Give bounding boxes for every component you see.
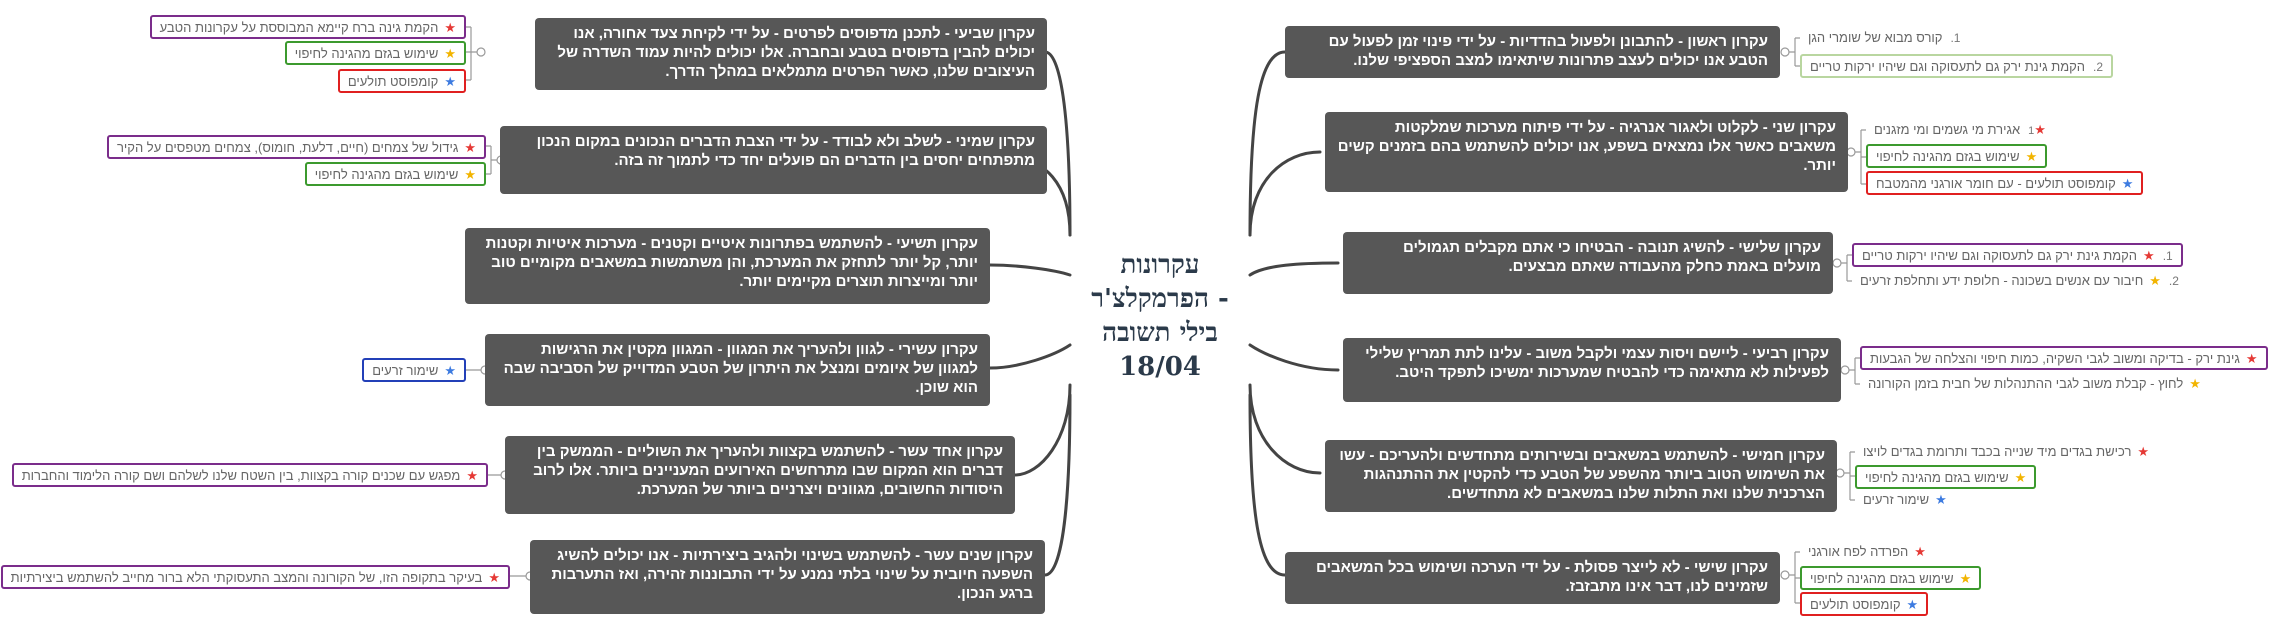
leaf-item[interactable]: 1.★הקמת גינת ירק גם לתעסוקה וגם שיהיו יר… bbox=[1852, 243, 2183, 267]
principle-7-node[interactable]: עקרון שביעי - לתכנן מדפוסים לפרטים - על … bbox=[535, 18, 1047, 90]
gold-star-icon: ★ bbox=[464, 167, 476, 182]
principle-5-node[interactable]: עקרון חמישי - להשתמש במשאבים ובשירותים מ… bbox=[1325, 440, 1837, 512]
gold-star-icon: ★ bbox=[2014, 470, 2027, 485]
leaf-item[interactable]: 1.קורס מבוא של שומרי הגן bbox=[1808, 30, 1961, 45]
leaf-item[interactable]: ★שימוש בגזם מהגינה לחיפוי bbox=[1866, 144, 2048, 168]
central-topic[interactable]: עקרונות - הפרמקלצ'ר בילי תשובה 18/04 bbox=[1070, 248, 1250, 384]
leaf-item[interactable]: ★מפגש עם שכנים קורה בקצוות, בין השטח שלנ… bbox=[11, 463, 488, 487]
principle-11-node[interactable]: עקרון אחד עשר - להשתמש בקצוות ולהעריך את… bbox=[505, 436, 1015, 514]
leaf-item[interactable]: ★קומפוסט תולעים bbox=[337, 69, 466, 93]
principle-8-node[interactable]: עקרון שמיני - לשלב ולא לבודד - על ידי הצ… bbox=[500, 126, 1047, 194]
red-star-icon: ★ bbox=[464, 140, 476, 155]
red-star-icon: ★ bbox=[2245, 351, 2258, 366]
red-star-icon: ★ bbox=[488, 570, 500, 585]
principle-6-node[interactable]: עקרון שישי - לא לייצר פסולת - על ידי הער… bbox=[1285, 552, 1780, 604]
leaf-item[interactable]: ★לחוץ - קבלת משוב לגבי ההתנהלות של חבית … bbox=[1868, 376, 2201, 391]
leaf-item[interactable]: 2.★חיבור עם אנשים בשכונה - חלופת ידע ותח… bbox=[1860, 273, 2179, 288]
leaf-item[interactable]: ★גינת ירק - בדיקה ומשוב לגבי השקיה, כמות… bbox=[1860, 346, 2268, 370]
blue-star-icon: ★ bbox=[444, 74, 456, 89]
leaf-item[interactable]: ★קומפוסט תולעים - עם חומר אורגני מהמטבח bbox=[1866, 171, 2144, 195]
leaf-item[interactable]: ★גידול של צמחים (חיים, דלעת, חומוס), צמח… bbox=[106, 135, 486, 159]
blue-star-icon: ★ bbox=[1906, 597, 1919, 612]
central-title-line: בילי תשובה bbox=[1102, 318, 1218, 348]
number-2-icon: 2. bbox=[2093, 60, 2104, 74]
leaf-item[interactable]: ★שימור זרעים bbox=[362, 358, 466, 382]
leaf-item[interactable]: ★הקמת גינה ברח קיימא המבוססת על עקרונות … bbox=[149, 15, 466, 39]
principle-10-node[interactable]: עקרון עשירי - לגוון ולהעריך את המגוון - … bbox=[485, 334, 990, 406]
leaf-item[interactable]: ★בעיקר בתקופה הזו, של הקורונה והמצב התעס… bbox=[0, 565, 510, 589]
blue-star-icon: ★ bbox=[2121, 176, 2134, 191]
leaf-item[interactable]: ★שימוש בגזם מהגינה לחיפוי bbox=[284, 41, 466, 65]
red-star-icon: ★ bbox=[1914, 544, 1926, 559]
blue-star-icon: ★ bbox=[444, 363, 456, 378]
leaf-item[interactable]: ★1אגירת מי גשמים ומי מזגנים bbox=[1866, 119, 2054, 143]
gold-star-icon: ★ bbox=[444, 46, 456, 61]
principle-9-node[interactable]: עקרון תשיעי - להשתמש בפתרונות איטיים וקט… bbox=[465, 228, 990, 304]
principle-3-node[interactable]: עקרון שלישי - להשיג תנובה - הבטיחו כי את… bbox=[1343, 232, 1833, 294]
gold-star-icon: ★ bbox=[2149, 273, 2161, 288]
leaf-item[interactable]: ★רכישת בגדים מיד שנייה בכבד ותרומת בגדים… bbox=[1863, 444, 2150, 459]
leaf-item[interactable]: ★קומפוסט תולעים bbox=[1800, 592, 1929, 616]
red-star-icon: ★ bbox=[2143, 248, 2155, 263]
red-star-icon: ★ bbox=[466, 468, 478, 483]
central-title-line: - הפרמקלצ'ר bbox=[1091, 284, 1229, 314]
leaf-item[interactable]: ★שימוש בגזם מהגינה לחיפוי bbox=[1855, 465, 2037, 489]
leaf-item[interactable]: ★שימור זרעים bbox=[1863, 492, 1947, 507]
gold-star-icon: ★ bbox=[2025, 149, 2038, 164]
number-1-icon: 1. bbox=[2162, 249, 2173, 263]
leaf-item[interactable]: ★שימוש בגזם מהגינה לחיפוי bbox=[304, 162, 486, 186]
central-title-line: עקרונות bbox=[1120, 250, 1200, 280]
red-star-icon: ★1 bbox=[2028, 122, 2046, 137]
leaf-item[interactable]: ★שימוש בגזם מהגינה לחיפוי bbox=[1800, 566, 1982, 590]
principle-2-node[interactable]: עקרון שני - לקלוט ולאגור אנרגיה - על ידי… bbox=[1325, 112, 1848, 192]
leaf-item[interactable]: ★הפרדה לפח אורגני bbox=[1808, 544, 1926, 559]
red-star-icon: ★ bbox=[2137, 444, 2150, 459]
principle-4-node[interactable]: עקרון רביעי - ליישם ויסות עצמי ולקבל משו… bbox=[1343, 338, 1841, 402]
number-2-icon: 2. bbox=[2168, 274, 2179, 288]
central-date: 18/04 bbox=[1119, 352, 1201, 382]
number-1-icon: 1. bbox=[1950, 31, 1961, 45]
blue-star-icon: ★ bbox=[1935, 492, 1947, 507]
gold-star-icon: ★ bbox=[1959, 571, 1972, 586]
leaf-item[interactable]: 2.הקמת גינת ירק גם לתעסוקה וגם שיהיו ירק… bbox=[1800, 54, 2114, 78]
red-star-icon: ★ bbox=[444, 20, 456, 35]
principle-12-node[interactable]: עקרון שנים עשר - להשתמש בשינוי ולהגיב בי… bbox=[530, 540, 1045, 614]
principle-1-node[interactable]: עקרון ראשון - להתבונן ולפעול בהדדיות - ע… bbox=[1285, 26, 1780, 78]
gold-star-icon: ★ bbox=[2189, 376, 2201, 391]
